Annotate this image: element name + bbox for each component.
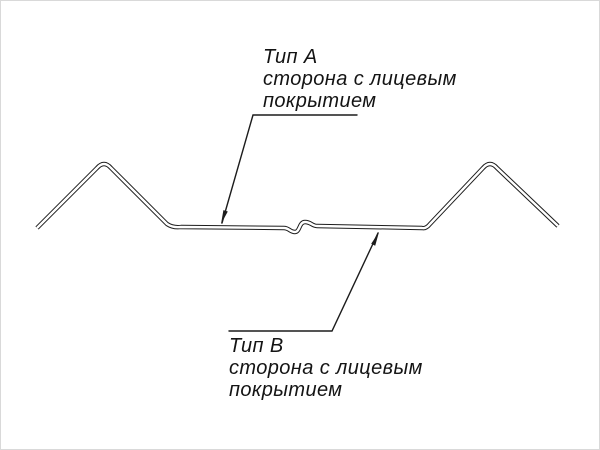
label-type-a-title: Тип A [263,46,318,68]
label-type-a-desc-line1: сторона с лицевым [263,68,457,90]
leader-line-type-a [221,114,358,224]
sheet-profile-core [36,162,559,234]
label-type-b-desc-line2: покрытием [229,379,343,401]
label-type-b: Тип B сторона с лицевым покрытием [229,335,423,401]
sheet-profile-outline [35,161,560,235]
label-type-a: Тип A сторона с лицевым покрытием [263,46,457,112]
label-type-a-desc-line2: покрытием [263,90,377,112]
arrowhead-type-a-icon [221,210,228,224]
label-type-b-title: Тип B [229,335,284,357]
label-type-b-desc-line1: сторона с лицевым [229,357,423,379]
arrowhead-type-b-icon [371,232,379,246]
leader-line-type-b [228,232,379,332]
